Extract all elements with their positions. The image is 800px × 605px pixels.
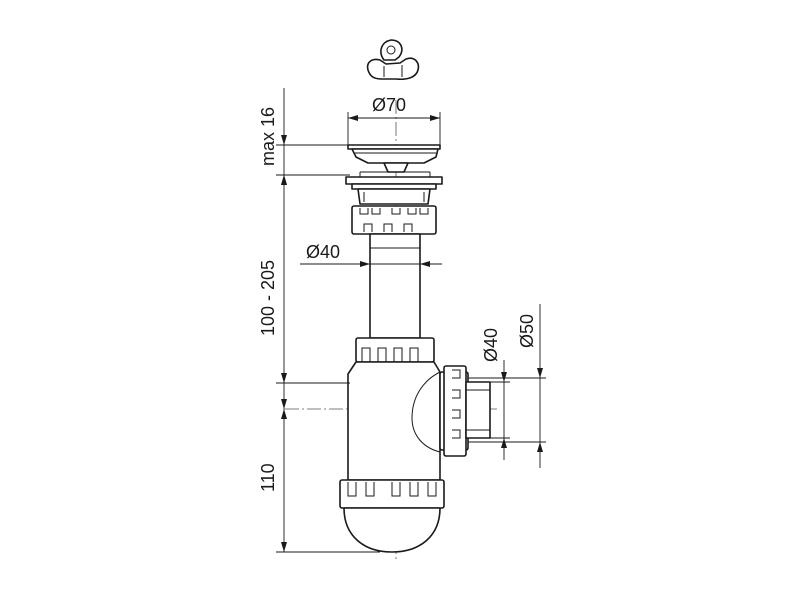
trap-body [347,361,441,481]
trap-bottle [347,361,441,481]
vertical-tube [369,233,421,339]
left-dimensions: max 16 100 - 205 110 [258,88,380,553]
max-plug-height-label: max 16 [258,107,278,166]
grate-stem [383,162,409,173]
outlet-inner-diameter-label: Ø40 [481,328,501,362]
plug-diameter-label: Ø70 [372,95,406,115]
tube-length-range-label: 100 - 205 [258,260,278,336]
upper-nut [351,205,437,235]
side-outlet [439,365,491,457]
dimension-outlet-diameters: Ø40 Ø50 [468,304,546,468]
bottom-cup [339,479,445,553]
flange-washer [351,183,437,190]
bottom-bowl [343,507,441,553]
flange-bowl [351,148,439,164]
dimension-plug-diameter: Ø70 [347,95,441,145]
drain-flange [345,144,443,205]
plug-stopper [366,39,420,81]
dimension-tube-diameter: Ø40 [300,242,442,267]
trap-height-label: 110 [258,463,278,492]
plug-knob [366,57,420,81]
chain-ring-icon [380,39,403,61]
lower-nut [355,337,435,363]
flange-lower-ring [345,176,443,185]
outlet-outer-diameter-label: Ø50 [517,314,537,348]
tube-diameter-label: Ø40 [306,242,340,262]
